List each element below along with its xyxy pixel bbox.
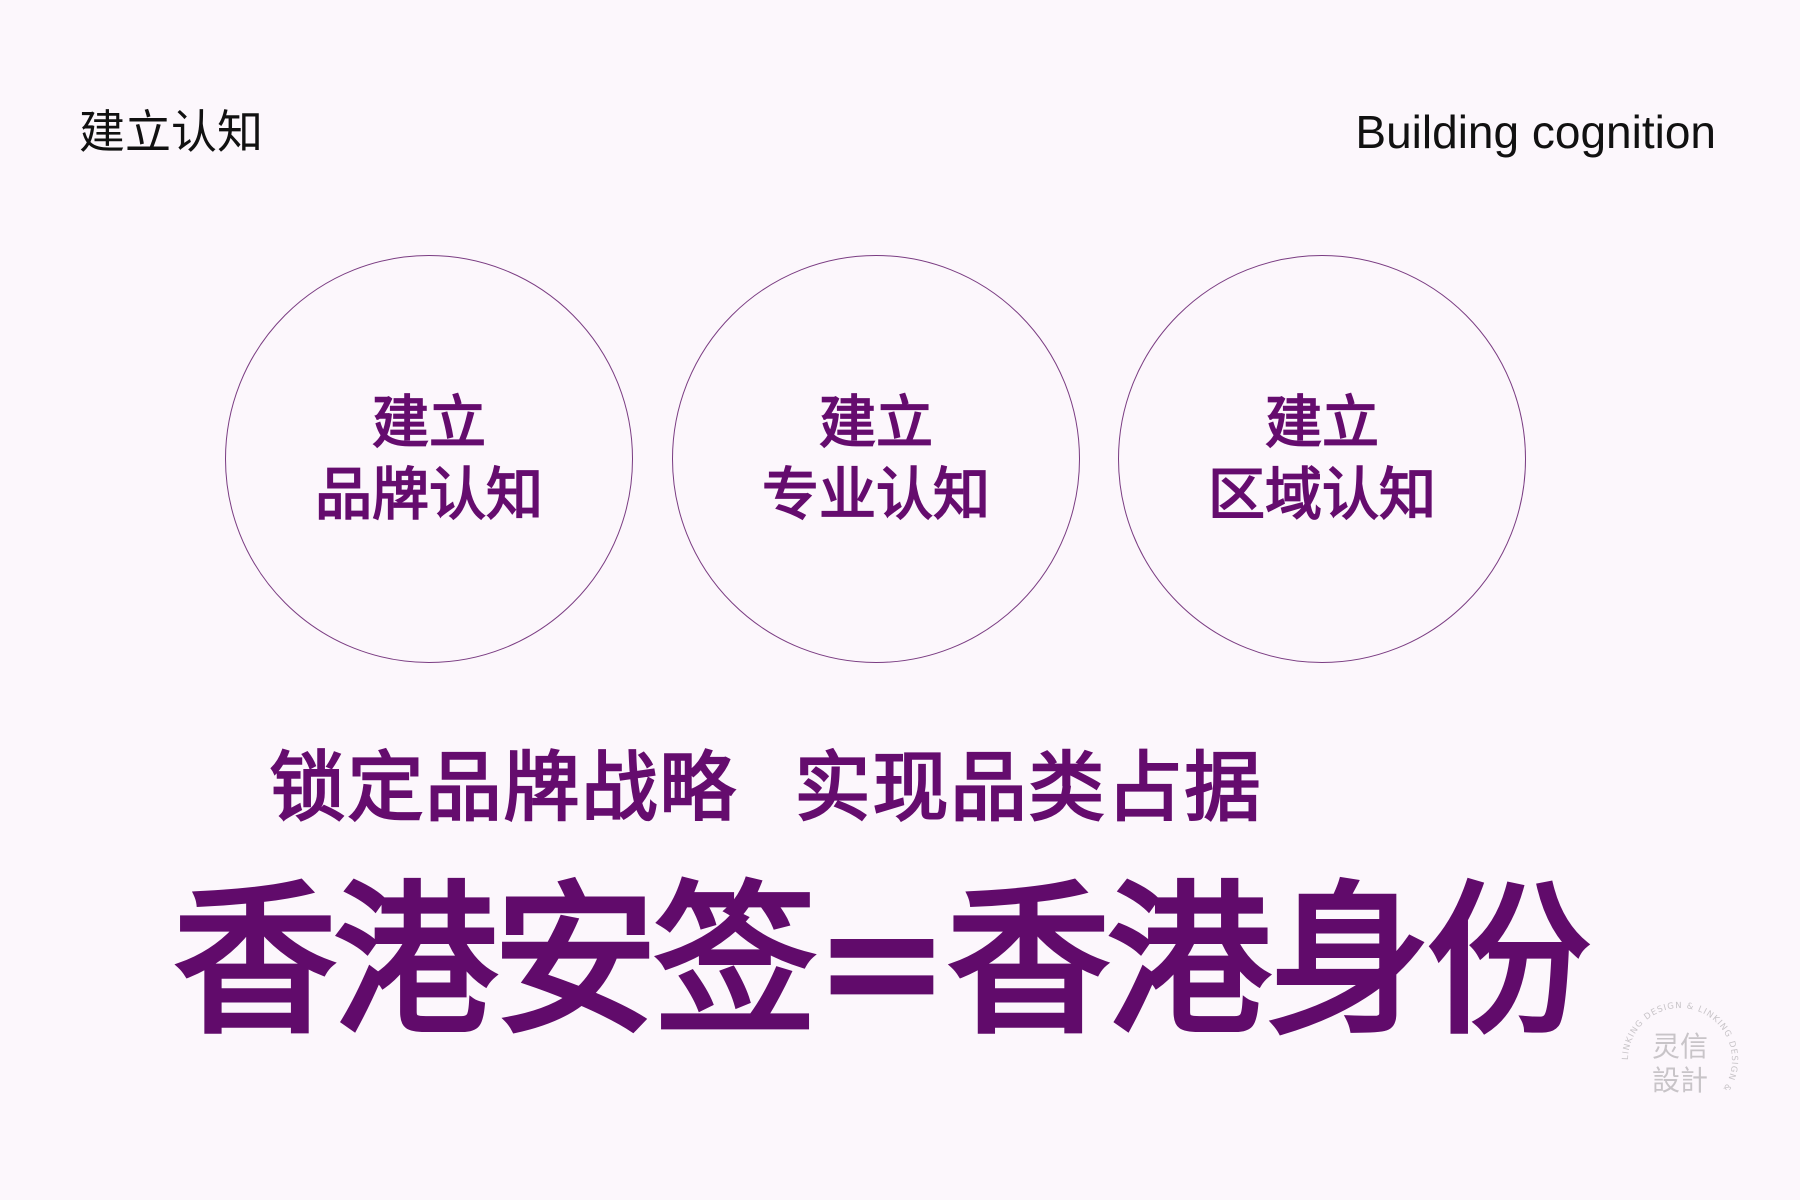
- stamp-text-line1: 灵信: [1652, 1030, 1708, 1063]
- circle-line1: 建立: [372, 390, 486, 456]
- section-title-en: Building cognition: [1355, 106, 1716, 158]
- stamp-text-line2: 設計: [1652, 1064, 1708, 1097]
- circle-line2: 品牌认知: [315, 462, 543, 528]
- circle-line2: 专业认知: [762, 462, 990, 528]
- circle-line2: 区域认知: [1208, 462, 1436, 528]
- circle-line1: 建立: [1265, 390, 1379, 456]
- circle-brand-cognition: 建立 品牌认知: [225, 255, 633, 663]
- headline: 香港安签=香港身份: [173, 866, 1590, 1057]
- circle-line1: 建立: [819, 390, 933, 456]
- linking-design-stamp-logo: LINKING DESIGN & LINKING DESIGN & 灵信 設計: [1621, 1001, 1738, 1097]
- circle-professional-cognition: 建立 专业认知: [672, 255, 1080, 663]
- section-title-cn: 建立认知: [79, 105, 263, 159]
- circle-regional-cognition: 建立 区域认知: [1118, 255, 1526, 663]
- subtitle: 锁定品牌战略 实现品类占据: [269, 743, 1263, 832]
